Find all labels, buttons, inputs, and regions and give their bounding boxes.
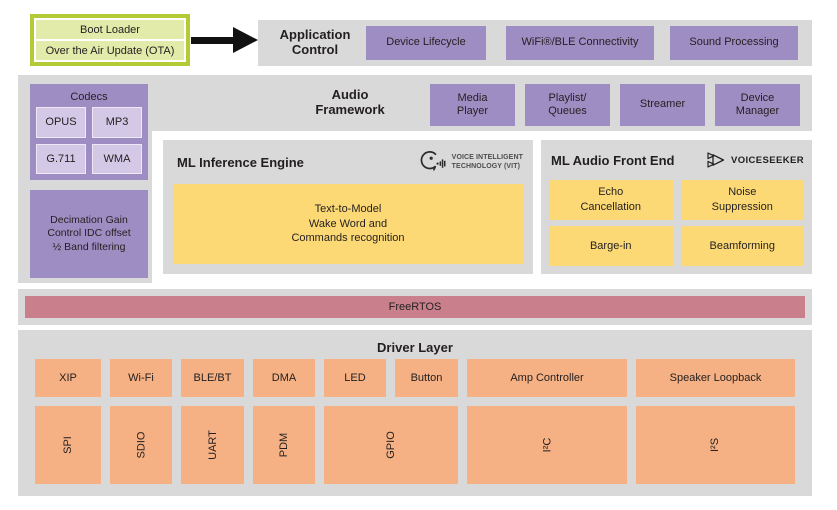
codec-g711: G.711: [36, 143, 86, 174]
barge-in-box: Barge-in: [549, 226, 673, 266]
driver-dma-box: DMA: [253, 359, 315, 397]
driver-amp-controller-box: Amp Controller: [467, 359, 627, 397]
pdm-label: PDM: [277, 432, 290, 458]
codec-mp3: MP3: [92, 107, 142, 138]
echo-cancellation-box: Echo Cancellation: [549, 180, 673, 220]
driver-speaker-loopback-box: Speaker Loopback: [636, 359, 795, 397]
media-player-box: Media Player: [430, 84, 515, 126]
ml-inference-engine-section: ML Inference Engine VOICE INTELLIGENT TE…: [163, 140, 533, 274]
driver-i2c-box: I²C: [467, 406, 627, 484]
streamer-box: Streamer: [620, 84, 705, 126]
driver-button-box: Button: [395, 359, 458, 397]
vit-head-icon: [420, 151, 446, 171]
sound-processing-box: Sound Processing: [670, 26, 798, 60]
ml-audio-front-end-section: ML Audio Front End VOICESEEKER Echo Canc…: [541, 140, 812, 274]
driver-layer-title: Driver Layer: [377, 339, 453, 355]
arrow-right-icon: [233, 27, 258, 53]
decimation-box: Decimation Gain Control IDC offset ½ Ban…: [30, 190, 148, 278]
wifi-ble-connectivity-box: WiFi®/BLE Connectivity: [506, 26, 654, 60]
driver-led-box: LED: [324, 359, 386, 397]
device-manager-box: Device Manager: [715, 84, 800, 126]
driver-layer-section: Driver Layer XIP Wi-Fi BLE/BT DMA LED Bu…: [18, 330, 812, 496]
codecs-grid: OPUS MP3 G.711 WMA: [36, 107, 142, 174]
sdio-label: SDIO: [135, 431, 147, 459]
freertos-section: FreeRTOS: [18, 289, 812, 325]
driver-layer-grid: XIP Wi-Fi BLE/BT DMA LED Button Amp Cont…: [35, 359, 795, 484]
codecs-title: Codecs: [70, 91, 108, 103]
codecs-box: Codecs OPUS MP3 G.711 WMA: [30, 84, 148, 180]
codec-opus: OPUS: [36, 107, 86, 138]
i2c-label: I²C: [540, 437, 553, 453]
ota-update-box: Over the Air Update (OTA): [36, 41, 184, 60]
driver-spi-box: SPI: [35, 406, 101, 484]
voiceseeker-triangles-icon: [707, 152, 725, 168]
vit-logo: VOICE INTELLIGENT TECHNOLOGY (VIT): [420, 150, 523, 174]
device-lifecycle-box: Device Lifecycle: [366, 26, 486, 60]
vit-logo-text: VOICE INTELLIGENT TECHNOLOGY (VIT): [451, 153, 523, 170]
driver-pdm-box: PDM: [253, 406, 315, 484]
driver-ble-bt-box: BLE/BT: [181, 359, 244, 397]
voiceseeker-logo-text: VOICESEEKER: [730, 154, 804, 166]
driver-uart-box: UART: [181, 406, 244, 484]
ml-inference-engine-title: ML Inference Engine: [177, 154, 304, 170]
driver-i2s-box: I²S: [636, 406, 795, 484]
beamforming-box: Beamforming: [680, 226, 804, 266]
driver-sdio-box: SDIO: [110, 406, 172, 484]
boot-loader-group: Boot Loader Over the Air Update (OTA): [30, 14, 190, 66]
voiceseeker-logo: VOICESEEKER: [706, 151, 804, 169]
audio-framework-band: Audio Framework Media Player Playlist/ Q…: [18, 75, 812, 131]
driver-wifi-box: Wi-Fi: [110, 359, 172, 397]
driver-xip-box: XIP: [35, 359, 101, 397]
uart-label: UART: [206, 430, 219, 460]
noise-suppression-box: Noise Suppression: [680, 180, 804, 220]
boot-loader-box: Boot Loader: [36, 20, 184, 39]
arrow-shaft: [191, 37, 235, 44]
audio-framework-title: Audio Framework: [315, 87, 385, 117]
i2s-label: I²S: [709, 437, 722, 453]
gpio-label: GPIO: [384, 431, 397, 459]
ml-audio-front-end-title: ML Audio Front End: [551, 152, 675, 168]
application-control-section: Application Control Device Lifecycle WiF…: [258, 20, 812, 66]
spi-label: SPI: [61, 436, 74, 454]
ml-audio-grid: Echo Cancellation Noise Suppression Barg…: [549, 180, 804, 266]
application-control-title: Application Control: [279, 27, 351, 57]
playlist-queues-box: Playlist/ Queues: [525, 84, 610, 126]
freertos-bar: FreeRTOS: [25, 296, 805, 318]
text-to-model-box: Text-to-Model Wake Word and Commands rec…: [173, 184, 523, 264]
codec-wma: WMA: [92, 143, 142, 174]
driver-gpio-box: GPIO: [324, 406, 458, 484]
